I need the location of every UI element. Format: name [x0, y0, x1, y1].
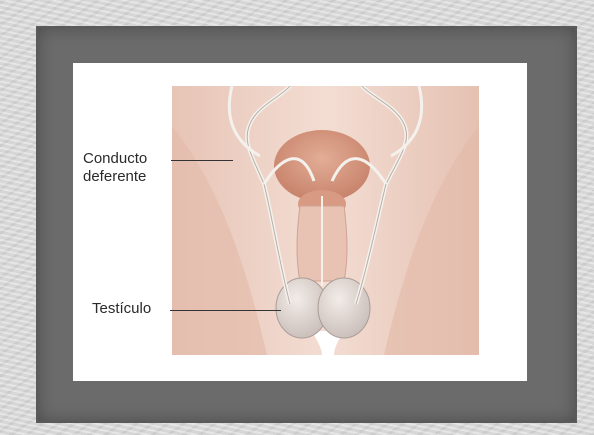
picture-mat: Conducto deferente Testículo	[73, 63, 527, 381]
label-conducto-line1: Conducto	[83, 150, 147, 168]
label-testiculo: Testículo	[92, 300, 151, 318]
leader-testiculo	[170, 310, 281, 311]
label-conducto-line2: deferente	[83, 168, 147, 186]
leader-conducto	[171, 160, 233, 161]
label-conducto-deferente: Conducto deferente	[83, 150, 147, 186]
anatomy-illustration	[172, 86, 479, 355]
picture-frame: Conducto deferente Testículo	[36, 26, 577, 423]
